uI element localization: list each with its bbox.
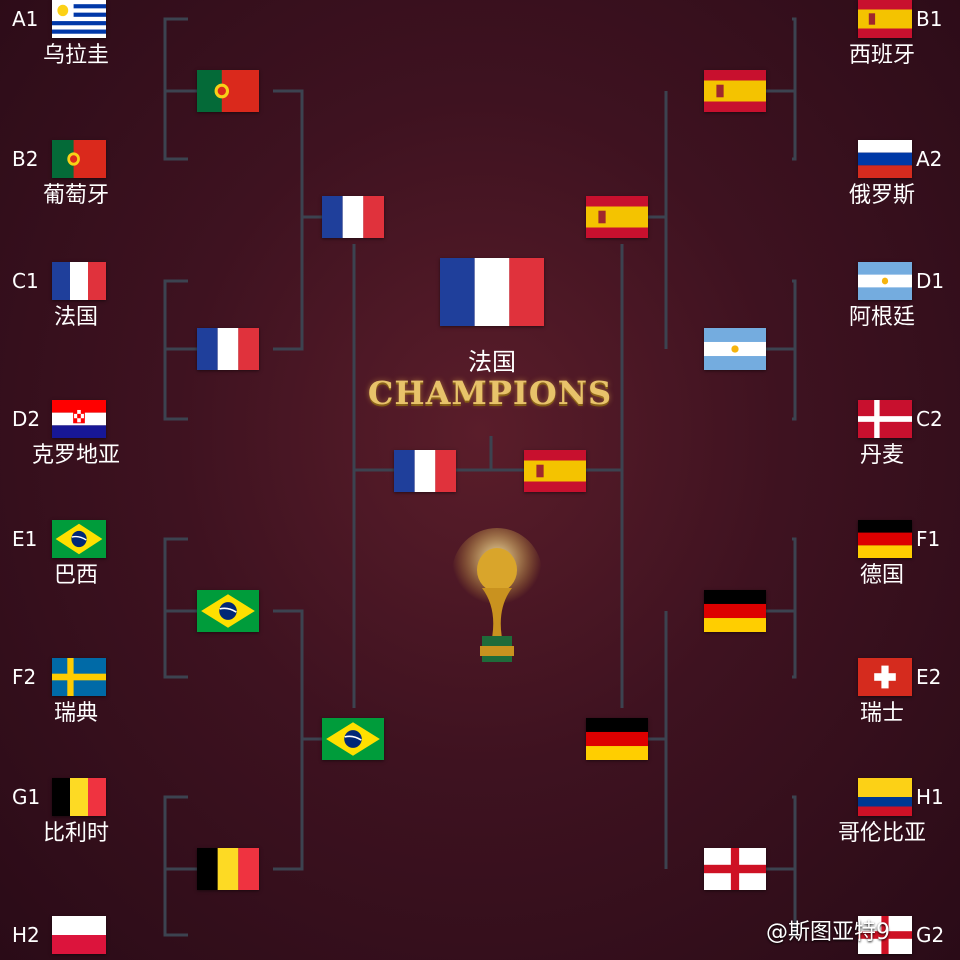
r16-flag-france [52,262,106,300]
country-name: 阿根廷 [848,305,915,330]
r16-flag-belgium [52,778,106,816]
qf-flag-argentina [704,328,766,370]
country-name: 德国 [859,563,904,588]
country-name: 丹麦 [859,443,904,468]
country-name: 巴西 [53,563,98,588]
sf-flag-spain [586,196,648,238]
country-name: 葡萄牙 [42,183,109,208]
seed-label: F1 [916,527,941,551]
final-flag-france [394,450,456,492]
r16-flag-uruguay [52,0,106,38]
country-name: 比利时 [42,821,109,846]
qf-flag-spain [704,70,766,112]
qf-flag-belgium [197,848,259,890]
r16-flag-spain [858,0,912,38]
seed-label: H1 [916,785,944,809]
country-name: 俄罗斯 [848,183,915,208]
qf-flag-france [197,328,259,370]
r16-flag-sweden [52,658,106,696]
country-name: 乌拉圭 [42,43,109,68]
country-name: 克罗地亚 [31,443,120,468]
bracket-connector [792,17,797,161]
trophy-icon [452,528,542,673]
seed-label: F2 [12,665,37,689]
qf-flag-germany [704,590,766,632]
r16-flag-croatia [52,400,106,438]
r16-flag-poland [52,916,106,954]
bracket-connector [163,537,188,679]
country-name: 西班牙 [848,43,915,68]
bracket-connector [163,795,188,937]
country-name: 法国 [53,305,98,330]
seed-label: G1 [12,785,41,809]
qf-flag-brazil [197,590,259,632]
bracket-connector [792,795,797,937]
country-name: 瑞士 [859,701,904,726]
bracket-connector [163,17,188,161]
seed-label: C2 [916,407,943,431]
r16-flag-argentina [858,262,912,300]
final-flag-spain [524,450,586,492]
seed-label: D2 [12,407,41,431]
country-name: 瑞典 [53,701,98,726]
sf-flag-france [322,196,384,238]
seed-label: D1 [916,269,945,293]
r16-flag-germany [858,520,912,558]
seed-label: E2 [916,665,942,689]
seed-label: A2 [916,147,943,171]
r16-flag-england [858,916,912,954]
seed-label: E1 [12,527,38,551]
watermark: @斯图亚特9 [766,920,890,945]
r16-flag-switzerland [858,658,912,696]
seed-label: G2 [916,923,945,947]
qf-flag-england [704,848,766,890]
country-name: 哥伦比亚 [837,821,926,846]
seed-label: H2 [12,923,40,947]
sf-flag-brazil [322,718,384,760]
r16-flag-denmark [858,400,912,438]
qf-flag-portugal [197,70,259,112]
r16-flag-brazil [52,520,106,558]
seed-label: B1 [916,7,943,31]
seed-label: C1 [12,269,39,293]
seed-label: A1 [12,7,39,31]
r16-flag-colombia [858,778,912,816]
r16-flag-portugal [52,140,106,178]
seed-label: B2 [12,147,39,171]
champion-name: 法国 [468,348,516,376]
bracket-connector [273,609,304,871]
champions-title: CHAMPIONS [367,374,613,412]
r16-flag-russia [858,140,912,178]
bracket-connector [792,537,797,679]
sf-flag-germany [586,718,648,760]
champion-flag [440,258,544,326]
bracket-connector [273,89,304,351]
